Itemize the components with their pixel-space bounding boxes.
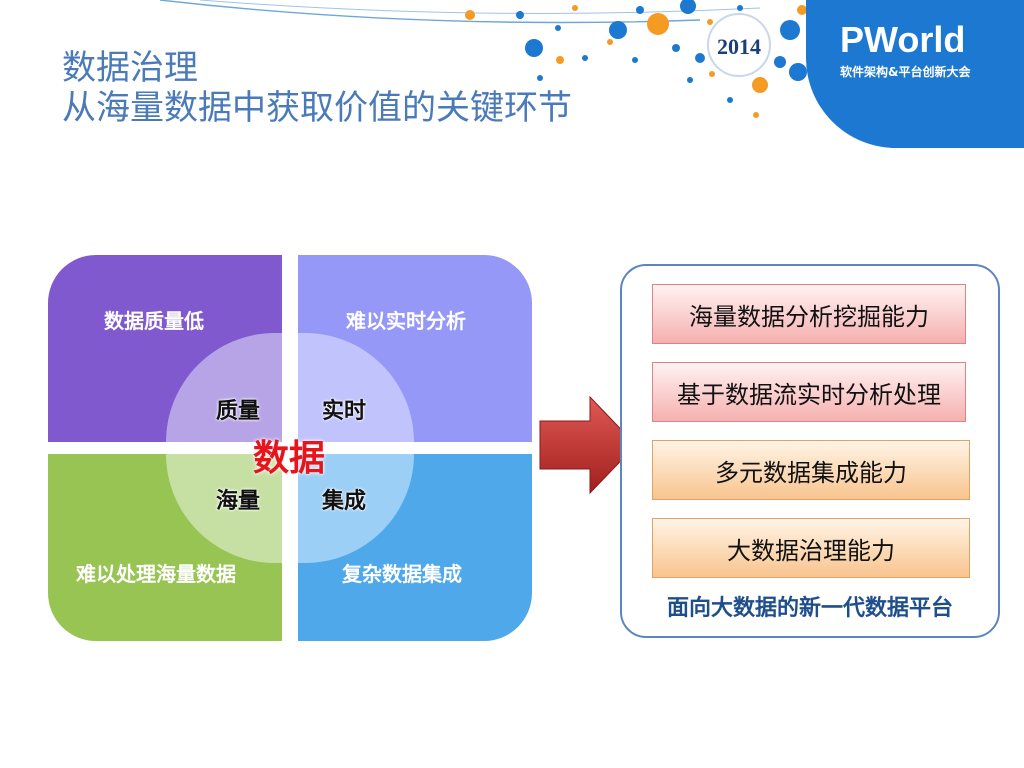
logo-tagline: 软件架构&平台创新大会	[840, 64, 971, 79]
inner-label-quality: 质量	[216, 399, 261, 424]
capability-item: 基于数据流实时分析处理	[652, 362, 966, 422]
capability-item: 大数据治理能力	[652, 518, 970, 578]
right-arrow-icon	[539, 395, 637, 495]
year-badge: 2014	[707, 13, 771, 77]
header-decoration	[159, 0, 807, 118]
capability-item: 多元数据集成能力	[652, 440, 970, 500]
platform-label: 面向大数据的新一代数据平台	[666, 596, 953, 621]
capability-item: 海量数据分析挖掘能力	[652, 284, 966, 344]
quadrant-label: 难以实时分析	[346, 309, 466, 333]
year-text: 2014	[717, 34, 761, 59]
pworld-logo: PWorld 软件架构&平台创新大会	[806, 0, 1024, 148]
title-line-1: 数据治理	[62, 48, 198, 88]
page-title: 数据治理 从海量数据中获取价值的关键环节	[62, 48, 572, 128]
quadrant-label: 复杂数据集成	[342, 562, 462, 586]
logo-brand: PWorld	[840, 19, 965, 60]
inner-label-realtime: 实时	[322, 399, 367, 424]
inner-label-volume: 海量	[216, 489, 261, 514]
inner-label-integration: 集成	[322, 489, 367, 514]
quadrant-label: 数据质量低	[104, 309, 204, 333]
title-line-2: 从海量数据中获取价值的关键环节	[62, 88, 572, 128]
data-challenges-diagram: 数据质量低 难以实时分析 难以处理海量数据 复杂数据集成 质量 实时 海量 集成…	[48, 255, 532, 641]
core-label-data: 数据	[253, 438, 326, 479]
quadrant-label: 难以处理海量数据	[76, 562, 236, 586]
